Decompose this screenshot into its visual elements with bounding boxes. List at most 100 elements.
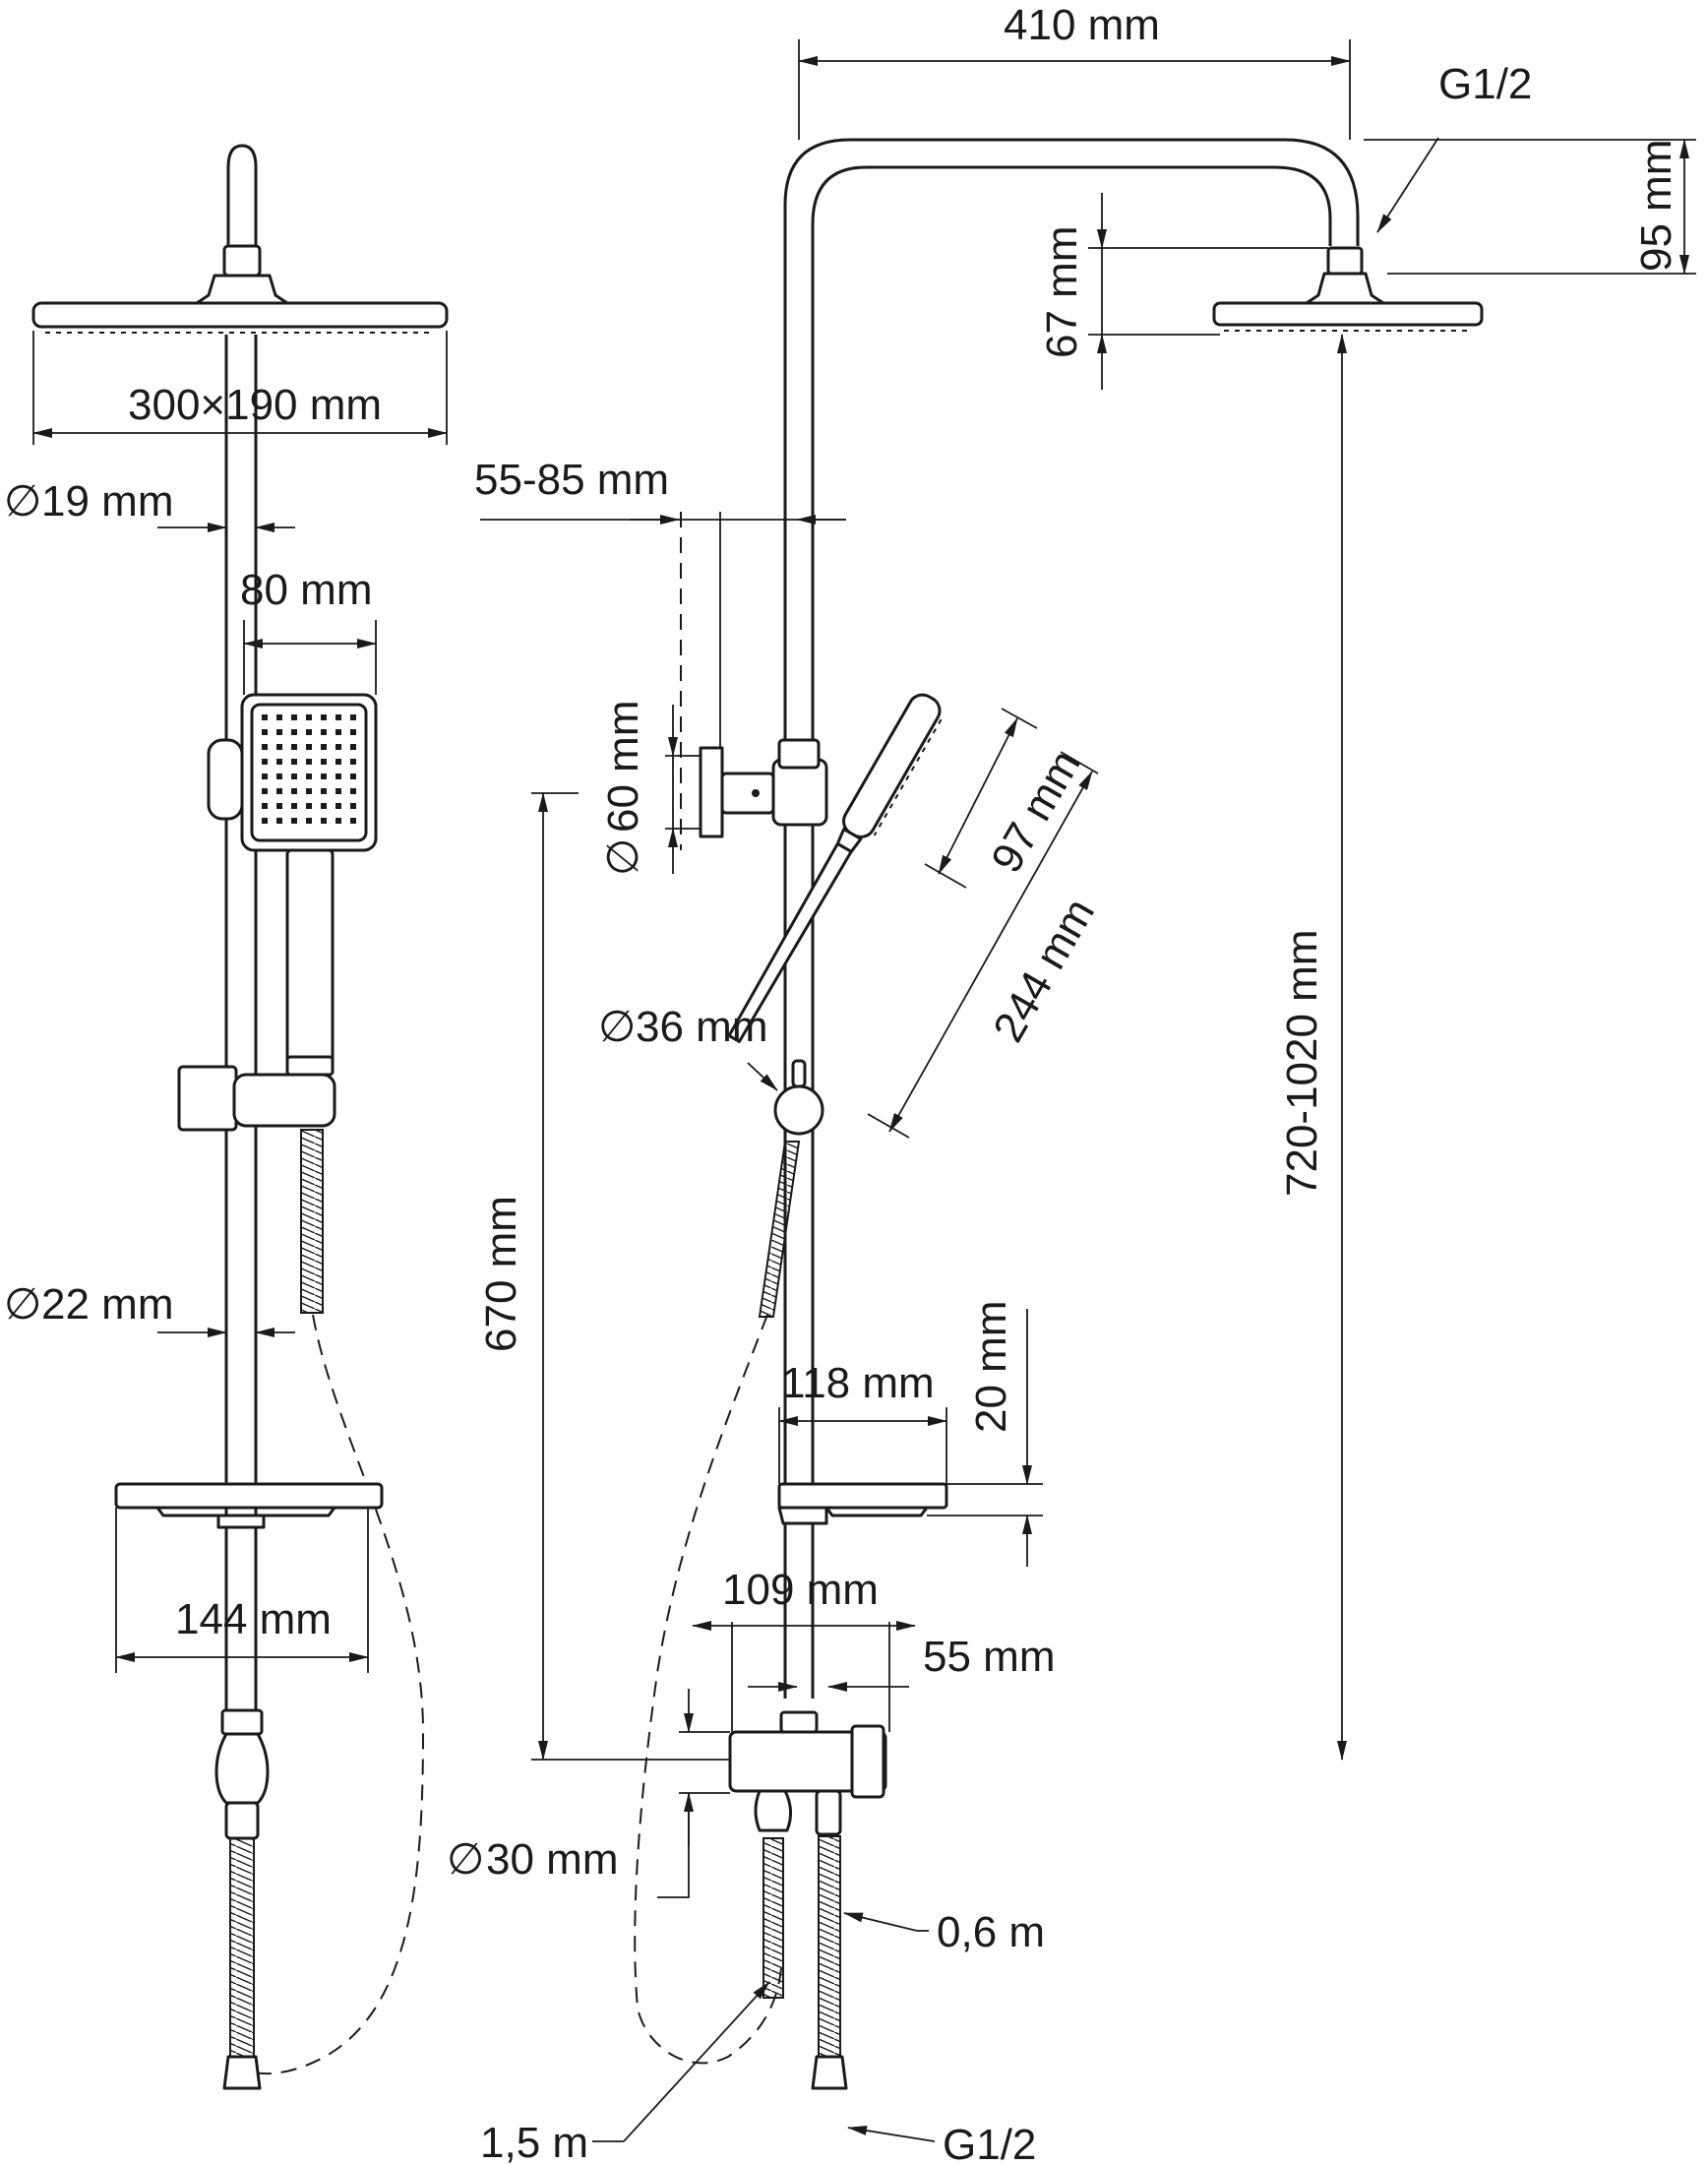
rail-dia-label: 22 mm: [41, 1280, 173, 1329]
side-mixer-body-part: [728, 1730, 887, 1793]
nozzle-dot: [321, 773, 327, 779]
bottom-nut-part: [222, 2055, 262, 2090]
arm-nut-part: [222, 244, 262, 278]
bracket-dia-label: 60 mm: [599, 701, 647, 833]
nozzle-dot: [291, 773, 297, 779]
nozzle-dot: [350, 773, 356, 779]
side-view: [480, 39, 1696, 2142]
nozzle-dot: [350, 714, 356, 720]
side-rain-head-part: [1212, 301, 1484, 327]
arm-outer-part: [783, 138, 1360, 1699]
nozzle-dot: [262, 818, 268, 824]
head-size-label: 300×190 mm: [128, 381, 382, 429]
shelf-thickness-label: 20 mm: [967, 1301, 1015, 1433]
slider-body-part: [177, 1065, 238, 1132]
rail-height-label: 670 mm: [477, 1196, 525, 1352]
nozzle-dot: [350, 744, 356, 750]
nozzle-dot: [350, 759, 356, 765]
slider-clip-part: [232, 1073, 336, 1128]
nozzle-dot: [291, 729, 297, 735]
rail-dia-symbol: ∅: [4, 1280, 41, 1329]
nozzle-dot: [321, 759, 327, 765]
nozzle-dot: [291, 818, 297, 824]
mixer-width-label: 109 mm: [722, 1566, 879, 1614]
side-shelf-part: [777, 1482, 948, 1510]
arm-dia-label: 19 mm: [41, 477, 173, 526]
holder-dia-leader: [747, 1062, 778, 1091]
nozzle-dot: [276, 759, 282, 765]
nozzle-dot: [276, 803, 282, 809]
nozzle-dot: [336, 773, 341, 779]
hand-head-label: 97 mm: [982, 742, 1090, 881]
shower-hose-label: 1,5 m: [480, 2119, 588, 2165]
thread-bottom-label: G1/2: [943, 2121, 1036, 2165]
nozzle-dot: [262, 744, 268, 750]
nozzle-dot: [336, 803, 341, 809]
arm-reach-label: 410 mm: [1004, 1, 1160, 49]
outlet-offset-label: 55 mm: [923, 1633, 1055, 1681]
holder-dia-label: 36 mm: [636, 1003, 767, 1051]
nozzle-dot: [350, 788, 356, 794]
mixer-dia-label: 30 mm: [486, 1835, 618, 1884]
nozzle-dot: [321, 744, 327, 750]
head-height-label: 67 mm: [1038, 226, 1086, 358]
nozzle-dot: [262, 803, 268, 809]
mixer-top-part: [220, 1708, 264, 1736]
nozzle-dot: [276, 788, 282, 794]
nozzle-dot: [276, 744, 282, 750]
nozzle-dot: [306, 803, 312, 809]
nozzle-dot: [276, 773, 282, 779]
nozzle-dot: [336, 744, 341, 750]
mixer-body-part: [214, 1732, 270, 1805]
nozzle-dot: [306, 788, 312, 794]
nozzle-dot: [321, 729, 327, 735]
nozzle-dot: [306, 714, 312, 720]
side-mixer-knob-part: [850, 1724, 885, 1799]
bracket-arm-part: [720, 772, 775, 815]
shower-hose-part: [762, 1837, 784, 1999]
side-mixer-top-part: [779, 1710, 819, 1734]
side-head-connector-part: [1305, 272, 1385, 305]
shelf-part: [114, 1482, 384, 1510]
nozzle-dot: [276, 729, 282, 735]
side-nut-part: [1326, 246, 1364, 276]
front-view: [31, 144, 449, 2090]
arm-dia-symbol: ∅: [4, 477, 41, 526]
hand-shower-handle-part: [285, 848, 335, 1071]
nozzle-dot: [336, 788, 341, 794]
shelf-depth-label: 118 mm: [781, 1359, 935, 1407]
nozzle-dot: [321, 714, 327, 720]
nozzle-dot: [306, 818, 312, 824]
thread-top-leader: [1376, 137, 1439, 233]
nozzle-dot: [291, 744, 297, 750]
hose-loop-dashed: [247, 1314, 425, 2075]
side-hose-loop-dashed: [634, 1314, 782, 2065]
mixer-dia-symbol: ∅: [447, 1835, 484, 1884]
thread-bottom-leader: [847, 2126, 936, 2142]
nozzle-dot: [350, 803, 356, 809]
nozzle-dot: [262, 773, 268, 779]
inlet-hose-part: [818, 1835, 841, 2060]
nozzle-dot: [306, 759, 312, 765]
nozzle-dot: [291, 759, 297, 765]
hand-total-label: 244 mm: [984, 891, 1104, 1050]
holder-knob-part: [773, 1084, 824, 1136]
nozzle-dot: [336, 729, 341, 735]
holder-dia-symbol: ∅: [598, 1003, 636, 1051]
side-hand-hose-part: [758, 1141, 801, 1318]
nozzle-dot: [321, 818, 327, 824]
nozzle-dot: [336, 818, 341, 824]
hand-shower-nozzles: [262, 714, 356, 824]
total-height-label: 720-1020 mm: [1278, 930, 1326, 1197]
nozzle-dot: [262, 788, 268, 794]
nozzle-dot: [350, 729, 356, 735]
inlet-hose-label: 0,6 m: [937, 1908, 1045, 1956]
nozzle-dot: [291, 803, 297, 809]
inlet-hose-leader: [843, 1912, 918, 1932]
nozzle-dot: [321, 788, 327, 794]
arm-drop-label: 95 mm: [1632, 140, 1680, 272]
nozzle-dot: [350, 818, 356, 824]
hand-total-dim-line: [888, 771, 1093, 1133]
head-connector-part: [195, 274, 289, 305]
